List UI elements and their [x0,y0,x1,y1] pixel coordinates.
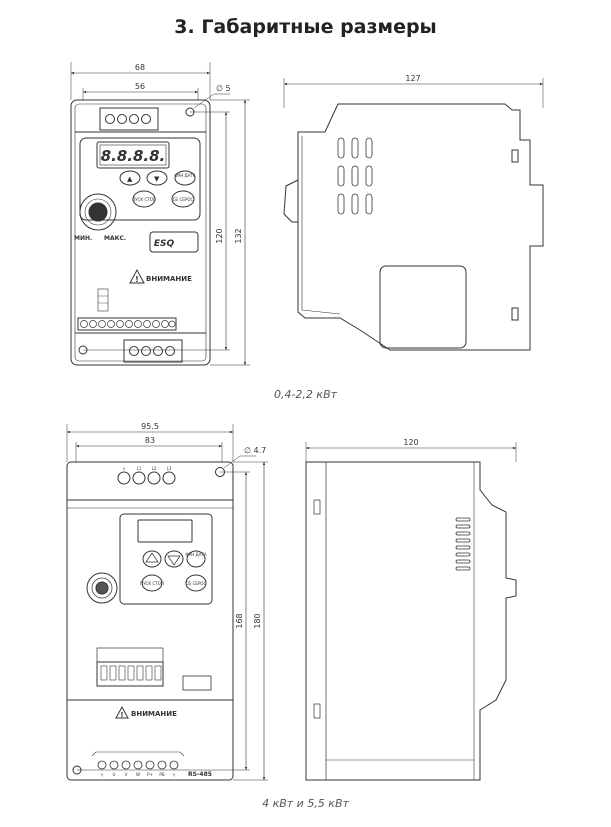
dim-b-depth: 120 [403,438,418,447]
dim-a-height-inner: 120 [215,228,224,243]
drawing-b-front-labels: 95.5 83 ∅ 4.7 168 180 ⏚ L1 L2 L3 ФУН ДАТ… [100,422,266,778]
brand-logo-a: ESQ [154,239,175,249]
drawing-a-front-labels: 68 56 ∅ 5 120 132 8.8.8.8. ▲ ▼ ФУН ДАТА … [74,63,243,284]
bottom-terminal-label: U [113,772,116,777]
warning-b-label: ВНИМАНИЕ [131,710,177,718]
down-arrow-icon: ▼ [154,175,160,183]
drawing-b-side-view [305,442,517,781]
caption-b: 4 кВт и 5,5 кВт [262,797,349,810]
bottom-terminal-label: P+ [147,772,153,777]
bottom-terminal-label: ⏚ [100,771,104,777]
dim-b-height-outer: 180 [253,613,262,628]
bottom-terminal-label: PB [159,772,164,777]
rs485-label: RS-485 [188,771,212,778]
dim-a-width-inner: 56 [135,82,145,91]
drawing-a-front-view [70,62,250,366]
caption-a: 0,4-2,2 кВт [273,388,338,401]
btn-a-func-label: ФУН ДАТА [174,173,195,178]
dim-a-hole: ∅ 5 [216,84,231,93]
bottom-terminal-label: W [136,772,140,777]
bottom-terminal-label: ⏚ [172,771,176,777]
top-terminal-label: L2 [152,466,157,471]
dim-b-width-outer: 95.5 [141,422,159,431]
up-arrow-icon: ▲ [127,175,133,183]
dim-b-width-inner: 83 [145,436,155,445]
drawing-b-front-view [66,424,268,781]
page-title: 3. Габаритные размеры [174,16,437,38]
dim-a-height-outer: 132 [234,228,243,243]
knob-min-label: МИН. [74,235,92,242]
btn-b-func-label: ФУН ДАТА [185,552,206,557]
btn-b-reset-label: СБ СБРОС [186,581,207,586]
bottom-terminal-label: V [125,772,128,777]
btn-a-run-label: ПУСК СТОП [132,197,156,202]
display-digits: 8.8.8.8. [101,147,166,165]
drawing-a-side-view [283,78,544,351]
dim-b-hole: ∅ 4.7 [244,446,266,455]
top-terminal-label: ⏚ [122,465,126,471]
top-terminal-label: L3 [167,466,172,471]
warning-a-label: ВНИМАНИЕ [146,275,192,283]
dim-a-width-outer: 68 [135,63,145,72]
dim-b-height-inner: 168 [235,613,244,628]
dim-a-depth: 127 [405,74,420,83]
warning-icon: ! [135,275,139,284]
btn-a-reset-label: СБ СБРОС [173,197,194,202]
top-terminal-label: L1 [137,466,142,471]
knob-max-label: МАКС. [104,235,126,242]
warning-icon: ! [120,711,123,719]
btn-b-run-label: ПУСК СТОП [140,581,164,586]
